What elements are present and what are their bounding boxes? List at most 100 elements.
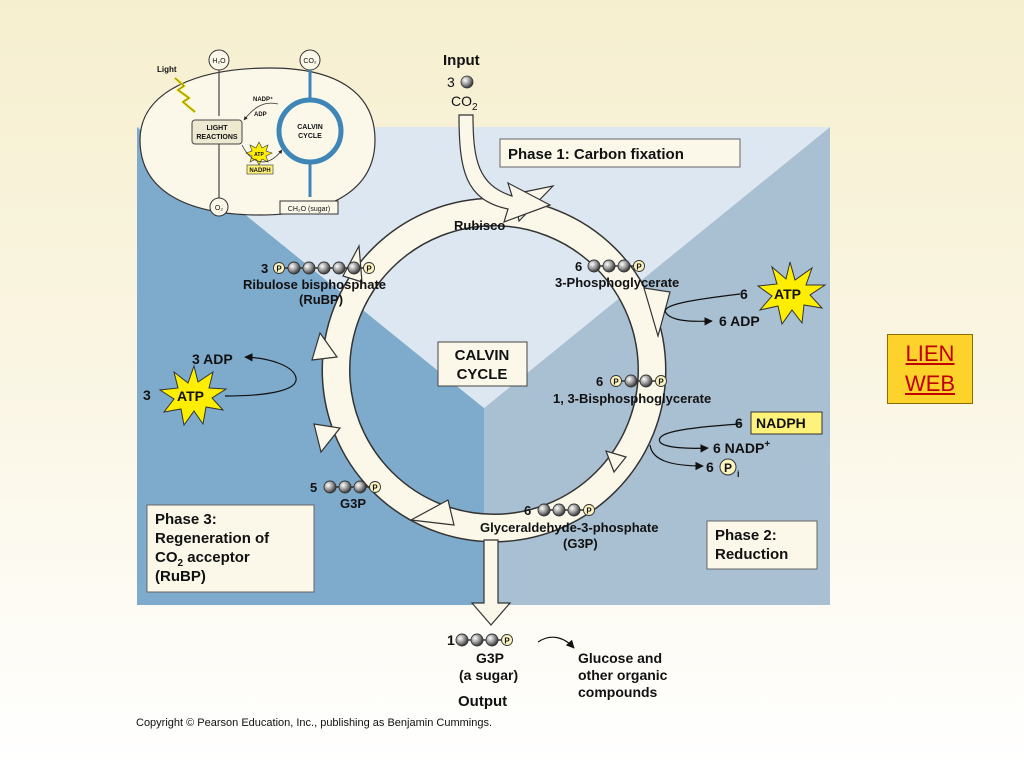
- phosphate-letter: P: [636, 263, 642, 272]
- inset-calvin-2: CYCLE: [298, 133, 322, 140]
- inset-energy-arrow: [241, 144, 283, 163]
- pi-subscript: i: [737, 469, 740, 479]
- phosphate-letter: P: [658, 378, 664, 387]
- inset-adp-label: ADP: [254, 112, 267, 118]
- output-count: 1: [447, 632, 455, 648]
- carbon-icon: [624, 374, 638, 388]
- carbon-icon: [552, 503, 566, 517]
- inset-sugar-label: CH₂O (sugar): [288, 206, 330, 213]
- phase1-label: Phase 1: Carbon fixation: [508, 146, 684, 163]
- output-dest-3: compounds: [578, 684, 658, 700]
- phosphate-letter: P: [276, 265, 282, 274]
- ring-arrowheads: [311, 185, 671, 526]
- input-heading: Input: [443, 52, 480, 69]
- carbon-icon: [287, 261, 301, 275]
- carbon-icon: [302, 261, 316, 275]
- phosphate-icon: [655, 375, 667, 387]
- phase3-label-3: CO2 acceptor: [155, 549, 250, 569]
- phase2-box: [706, 520, 818, 570]
- phosphate-icon: [633, 260, 645, 272]
- arrowhead-to-pgl: [643, 287, 671, 339]
- output-dest-1: Glucose and: [578, 650, 662, 666]
- bpg-count: 6: [596, 374, 603, 389]
- inset-h2o-label: H₂O: [212, 58, 226, 65]
- carbon-icon: [567, 503, 581, 517]
- inset-nadph-label: NADPH: [249, 168, 270, 174]
- nadp-label: 6 NADP+: [713, 439, 770, 456]
- lien-web-line1: LIEN: [905, 341, 955, 366]
- carbon-icon: [353, 480, 367, 494]
- copyright-text: Copyright © Pearson Education, Inc., pub…: [136, 717, 493, 729]
- pi-count: 6: [706, 459, 714, 475]
- pi-phosphate-letter: P: [724, 461, 732, 475]
- lien-web-link[interactable]: LIEN WEB: [887, 334, 973, 404]
- carbon-icon: [587, 259, 601, 273]
- inset-o2-circle: [209, 197, 229, 217]
- output-dest-2: other organic: [578, 667, 668, 683]
- atp-left-count: 3: [143, 387, 151, 403]
- phosphate-letter: P: [372, 484, 378, 493]
- carbon-icon: [602, 259, 616, 273]
- inset-overview: Light H₂O CO₂ LIGHT REACTIONS O₂ CALVIN …: [139, 49, 376, 217]
- cycle-ring-fill: [323, 199, 665, 541]
- input-arrow: [458, 114, 552, 223]
- arrowhead-regen-2: [311, 331, 339, 361]
- adp-right-label: 6 ADP: [719, 313, 760, 329]
- rubp-label-1: Ribulose bisphosphate: [243, 277, 386, 292]
- atp-left-label: ATP: [177, 388, 204, 404]
- rubp-label-2: (RuBP): [299, 292, 343, 307]
- phase2-label-2: Reduction: [715, 546, 788, 563]
- phosphate-icon: [610, 375, 622, 387]
- nadph-count: 6: [735, 415, 743, 431]
- inset-nadp-label: NADP⁺: [253, 96, 273, 103]
- phosphate-icon: [369, 481, 381, 493]
- pi-arrow: [649, 444, 704, 471]
- center-box: [437, 341, 528, 387]
- output-label-2: (a sugar): [459, 667, 518, 683]
- phase2-label-1: Phase 2:: [715, 527, 777, 544]
- pi-phosphate-icon: [719, 458, 737, 476]
- phase1-box: [499, 138, 741, 168]
- phase3-label-4: (RuBP): [155, 568, 206, 585]
- inset-light-reactions-2: REACTIONS: [196, 134, 238, 141]
- atp-right-arrow: [664, 293, 741, 326]
- input-count: 3: [447, 74, 455, 90]
- output-label-1: G3P: [476, 650, 504, 666]
- inset-light-label: Light: [157, 65, 177, 74]
- carbon-icon: [338, 480, 352, 494]
- inset-nadph-box: [246, 164, 274, 175]
- atp-star-left: [158, 364, 228, 427]
- phase3-box: [146, 504, 315, 593]
- pgl-count: 6: [575, 259, 582, 274]
- g3p-six-label-2: (G3P): [563, 536, 598, 551]
- phosphate-letter: P: [586, 507, 592, 516]
- output-heading: Output: [458, 693, 507, 710]
- inset-atp-label: ATP: [254, 152, 264, 158]
- carbon-icon: [323, 480, 337, 494]
- nadph-box: [750, 411, 823, 435]
- input-molecule: CO2: [451, 93, 478, 113]
- pgl-label: 3-Phosphoglycerate: [555, 275, 679, 290]
- phosphate-icon: [273, 262, 285, 274]
- atp-star-right: [756, 261, 827, 326]
- g3p-five-count: 5: [310, 480, 317, 495]
- bpg-label: 1, 3-Bisphosphoglycerate: [553, 391, 711, 406]
- atp-left-arrow: [224, 353, 297, 397]
- carbon-icon: [537, 503, 551, 517]
- inset-calvin-ring: [276, 97, 344, 165]
- inset-sugar-box: [279, 200, 339, 215]
- nadph-arrow: [658, 423, 741, 453]
- center-label-1: CALVIN: [455, 347, 510, 364]
- atp-right-count: 6: [740, 286, 748, 302]
- carbon-icon: [470, 633, 484, 647]
- arrowhead-to-bpg: [605, 450, 628, 474]
- carbon-icon: [317, 261, 331, 275]
- inset-light-reactions-box: [191, 119, 243, 145]
- output-arrow: [470, 539, 512, 626]
- molecule-g3p-six: P: [537, 503, 595, 517]
- rubp-count: 3: [261, 261, 268, 276]
- carbon-icon: [347, 261, 361, 275]
